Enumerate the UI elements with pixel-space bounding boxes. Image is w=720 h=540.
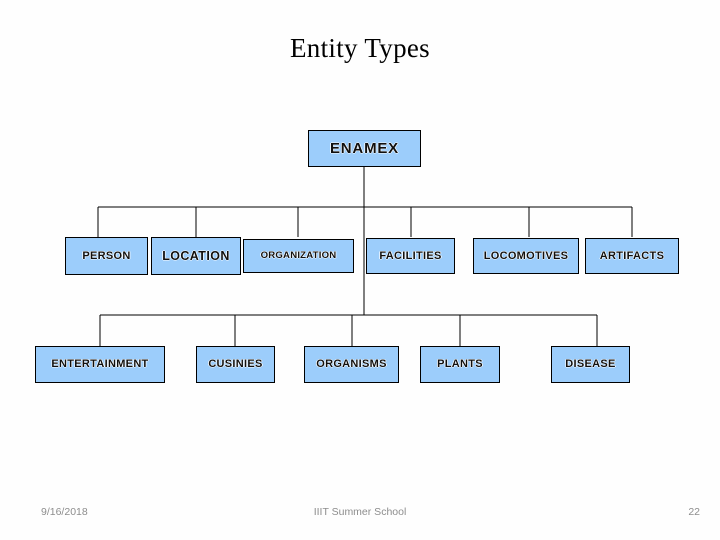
- tree-node-label: FACILITIES: [379, 249, 442, 262]
- tree-node-enamex[interactable]: ENAMEX: [308, 130, 421, 167]
- tree-node-plants[interactable]: PLANTS: [420, 346, 500, 383]
- tree-node-cusinies[interactable]: CUSINIES: [196, 346, 275, 383]
- tree-node-disease[interactable]: DISEASE: [551, 346, 630, 383]
- footer-page-number: 22: [688, 506, 700, 518]
- tree-node-label: LOCOMOTIVES: [483, 249, 569, 262]
- slide-footer: 9/16/2018 IIIT Summer School 22: [0, 505, 720, 529]
- tree-node-label: DISEASE: [565, 358, 616, 370]
- page-title: Entity Types: [290, 33, 430, 63]
- tree-node-facilities[interactable]: FACILITIES: [366, 238, 455, 274]
- tree-connector-lines: [97, 166, 633, 346]
- tree-node-label: CUSINIES: [208, 358, 263, 370]
- tree-node-organization[interactable]: ORGANIZATION: [243, 239, 354, 273]
- tree-node-label: ORGANIZATION: [260, 250, 337, 262]
- tree-node-entertainment[interactable]: ENTERTAINMENT: [35, 346, 165, 383]
- tree-node-label: PERSON: [82, 249, 131, 262]
- footer-date: 9/16/2018: [41, 506, 88, 518]
- tree-node-person[interactable]: PERSON: [65, 237, 148, 275]
- footer-event-name: IIIT Summer School: [313, 506, 407, 518]
- tree-node-location[interactable]: LOCATION: [151, 237, 241, 275]
- tree-node-label: PLANTS: [437, 358, 483, 370]
- tree-node-label: ENTERTAINMENT: [51, 358, 149, 370]
- tree-node-label: ARTIFACTS: [599, 249, 665, 262]
- tree-node-artifacts[interactable]: ARTIFACTS: [585, 238, 679, 274]
- tree-node-label: LOCATION: [162, 248, 230, 263]
- tree-node-label: ORGANISMS: [316, 358, 387, 370]
- tree-node-locomotives[interactable]: LOCOMOTIVES: [473, 238, 579, 274]
- tree-node-organisms[interactable]: ORGANISMS: [304, 346, 399, 383]
- entity-types-tree-diagram: ENAMEX PERSON LOCATION ORGANIZATION FACI…: [35, 130, 679, 383]
- tree-node-label: ENAMEX: [330, 140, 399, 157]
